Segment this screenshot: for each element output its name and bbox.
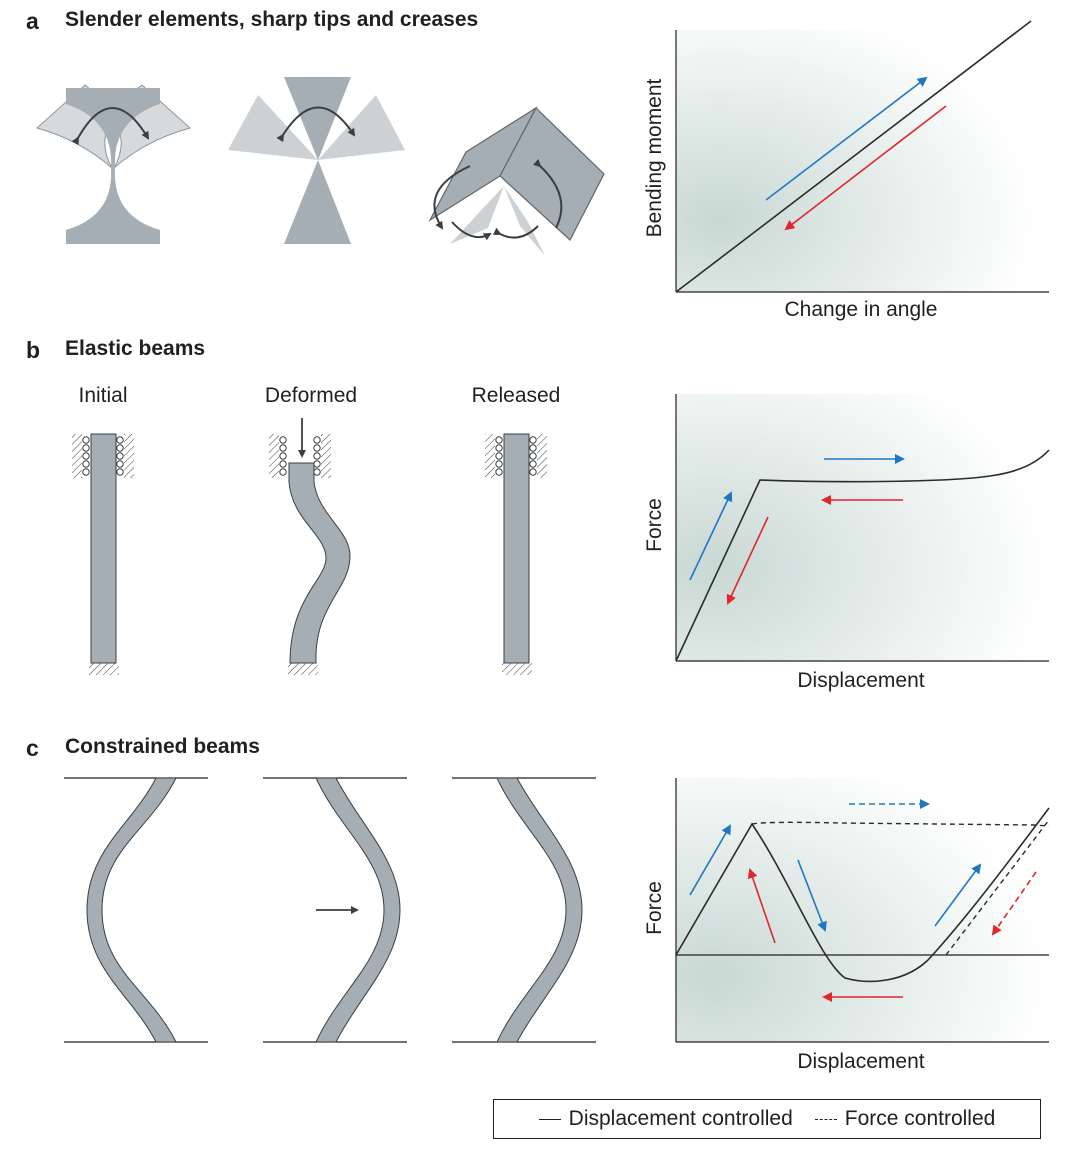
state-deformed-label: Deformed xyxy=(264,384,358,407)
crease-diagram xyxy=(428,106,605,256)
chart-c xyxy=(675,778,1050,1043)
chart-a-linear-curve xyxy=(675,20,1032,293)
crease-panel-right xyxy=(499,107,605,241)
chart-a xyxy=(675,20,1049,293)
beam-released-roller-support-right xyxy=(537,434,547,478)
beam-deformed-fixed-support xyxy=(288,663,318,675)
panel-a-title: Slender elements, sharp tips and creases xyxy=(65,8,479,31)
beam-deformed-body xyxy=(288,462,351,664)
beam-initial-roller-support-left xyxy=(72,434,82,478)
chart-c-plot-area xyxy=(676,778,1049,1042)
beam-released-fixed-support xyxy=(502,663,532,675)
beam-released-roller-support-left xyxy=(485,434,495,478)
beam-deformed-roller-support-right xyxy=(321,434,331,478)
constrained-beam-2 xyxy=(263,777,407,1043)
beam-deformed xyxy=(269,418,351,675)
state-initial-label: Initial xyxy=(78,384,128,407)
legend-solid-label: Displacement controlled xyxy=(568,1107,793,1130)
legend-item-displacement-controlled: Displacement controlled xyxy=(538,1107,793,1131)
chart-b xyxy=(675,394,1050,662)
panel-b-letter: b xyxy=(26,337,41,363)
legend-dashed-line-swatch xyxy=(814,1118,837,1120)
sharp-tip-diagram xyxy=(228,77,405,244)
chart-c-displacement-controlled-curve xyxy=(675,807,1050,983)
constrained-beam-3 xyxy=(452,777,596,1043)
chart-c-loading-arrow-snap xyxy=(797,859,827,932)
legend-item-force-controlled: Force controlled xyxy=(814,1107,996,1131)
chart-c-force-controlled-unload-path xyxy=(945,819,1050,956)
panel-a-letter: a xyxy=(26,8,39,34)
crease-rotation-arrow-bottom-right xyxy=(492,225,539,239)
panel-c-title: Constrained beams xyxy=(65,735,260,758)
state-released-label: Released xyxy=(471,384,561,407)
chart-b-xlabel: Displacement xyxy=(797,669,925,692)
slender-element-body xyxy=(66,88,160,244)
constrained-beam-1-body xyxy=(86,777,177,1043)
chart-a-xlabel: Change in angle xyxy=(784,298,938,321)
chart-c-xlabel: Displacement xyxy=(797,1050,925,1073)
chart-c-loading-arrow-initial xyxy=(689,824,732,896)
chart-b-plot-area xyxy=(676,394,1049,661)
chart-c-unloading-arrow-initial xyxy=(747,868,776,944)
sharp-tip-rotation-arrow xyxy=(276,106,356,143)
legend-dashed-label: Force controlled xyxy=(844,1107,996,1130)
slender-element-rotation-arrow xyxy=(71,107,150,146)
sharp-tip-ghost-left xyxy=(228,95,318,160)
beam-initial-roller-support-right xyxy=(124,434,134,478)
sharp-tip-lower xyxy=(284,160,351,244)
crease-rotation-arrow-bottom-left xyxy=(451,221,492,241)
chart-c-loading-arrow-final xyxy=(934,863,982,927)
beam-released xyxy=(485,433,547,675)
constrained-beam-1 xyxy=(64,777,208,1043)
panel-b-title: Elastic beams xyxy=(65,337,206,360)
beam-initial-body xyxy=(90,433,117,664)
constrained-beam-2-body xyxy=(315,777,401,1043)
chart-a-plot-area xyxy=(676,30,1049,292)
crease-ghost-right xyxy=(504,186,545,256)
beam-released-body xyxy=(503,433,530,664)
chart-c-unloading-arrow-final xyxy=(991,871,1037,936)
chart-b-force-curve xyxy=(675,449,1050,662)
crease-rotation-arrow-right xyxy=(532,158,563,229)
slender-element-diagram xyxy=(35,84,192,244)
chart-b-unloading-arrow-slope xyxy=(726,516,769,605)
panel-c-letter: c xyxy=(26,735,39,761)
constrained-beam-3-body xyxy=(496,777,583,1043)
beam-initial xyxy=(72,433,134,675)
chart-b-loading-arrow-slope xyxy=(689,491,733,581)
beam-initial-fixed-support xyxy=(89,663,119,675)
sharp-tip-upper xyxy=(284,77,351,160)
legend: Displacement controlled Force controlled xyxy=(493,1099,1041,1139)
chart-a-unloading-arrow xyxy=(784,105,947,231)
beam-deformed-roller-support-left xyxy=(269,434,279,478)
legend-solid-line-swatch xyxy=(538,1118,561,1120)
crease-rotation-arrow-left xyxy=(433,165,471,230)
chart-a-loading-arrow xyxy=(765,76,928,201)
sharp-tip-ghost-right xyxy=(318,95,405,160)
crease-ghost-left xyxy=(450,186,504,244)
